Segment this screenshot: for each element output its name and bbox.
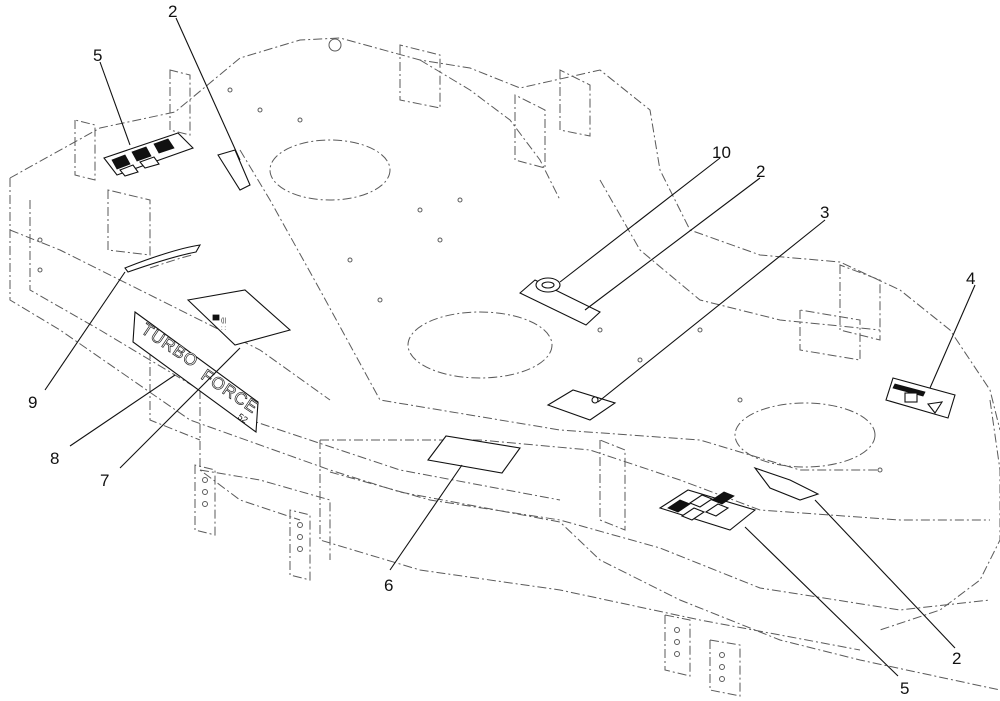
- svg-text:(||: (||: [221, 318, 227, 324]
- callout-4: 4: [966, 269, 975, 288]
- strip-center: [519, 279, 601, 326]
- instruction-decal: (|| : :: [186, 289, 292, 346]
- callout-2-center: 2: [756, 162, 765, 181]
- flex-strip-decal: [124, 244, 202, 273]
- callout-10: 10: [712, 143, 731, 162]
- callout-5-right: 5: [900, 679, 909, 698]
- serial-decal: [427, 435, 521, 474]
- leader-lines: [44, 17, 976, 677]
- warning-decal-right: [885, 377, 956, 419]
- small-decal: [546, 389, 617, 421]
- svg-text:: :: : :: [221, 326, 226, 332]
- callout-6: 6: [384, 576, 393, 595]
- safety-decal-left: [103, 132, 195, 177]
- round-decal: [535, 277, 561, 293]
- callout-9: 9: [28, 393, 37, 412]
- baffle-strip-right: [753, 466, 820, 501]
- callout-7: 7: [100, 471, 109, 490]
- callout-5-left: 5: [93, 46, 102, 65]
- callout-3: 3: [820, 203, 829, 222]
- safety-decal-right: [658, 489, 757, 531]
- baffle-strip-left: [217, 149, 251, 191]
- callout-2-right: 2: [952, 649, 961, 668]
- mower-deck: [9, 37, 1000, 697]
- callout-8: 8: [50, 449, 59, 468]
- brand-size: 52: [236, 411, 250, 425]
- callout-2-left: 2: [168, 2, 177, 21]
